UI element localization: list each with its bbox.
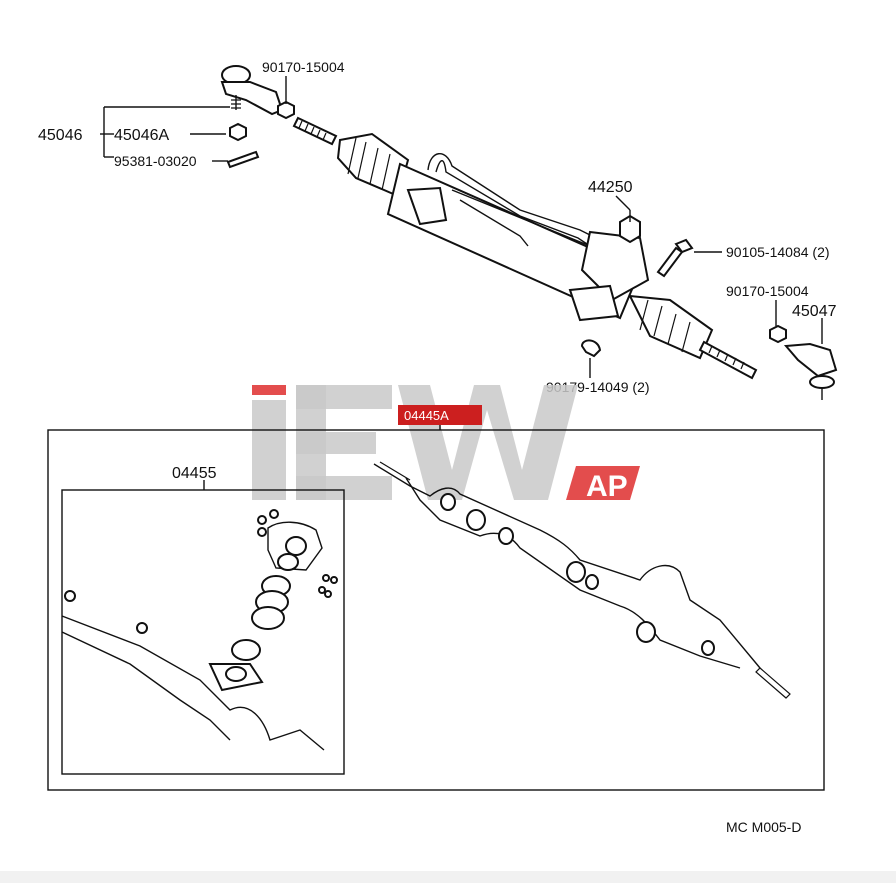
nut-top (277, 100, 295, 120)
bottom-strip (0, 871, 896, 883)
threaded-rod-left (292, 116, 338, 146)
steering-rack-assembly (220, 65, 838, 400)
watermark-logo: AP (252, 385, 640, 503)
kit-tag-04445A (398, 405, 482, 425)
seal-set (61, 509, 338, 751)
label-45046: 45046 (38, 127, 83, 144)
label-44250: 44250 (588, 179, 633, 196)
watermark-text: AP (586, 470, 628, 503)
nut-45046A (229, 122, 247, 142)
rack-gasket-outline (373, 461, 791, 699)
tie-rod-end-left (220, 65, 284, 116)
label-04445A: 04445A (404, 408, 449, 423)
bolt-90105 (656, 238, 694, 278)
label-90170-15004-right: 90170-15004 (726, 283, 809, 299)
kit-box-04445A: 04445A (47, 405, 825, 791)
cotter-pin (226, 150, 260, 169)
leader-lines-upper (100, 76, 823, 378)
reference-code: MC M005-D (726, 819, 801, 835)
tie-rod-end-right (769, 324, 838, 400)
rack-housing (336, 132, 758, 380)
label-04455: 04455 (172, 465, 217, 482)
label-90170-15004-top: 90170-15004 (262, 59, 345, 75)
label-45046A: 45046A (114, 127, 169, 144)
clip-90179 (580, 339, 602, 358)
label-45047: 45047 (792, 303, 837, 320)
label-90105-14084: 90105-14084 (2) (726, 244, 830, 260)
label-95381-03020: 95381-03020 (114, 153, 197, 169)
